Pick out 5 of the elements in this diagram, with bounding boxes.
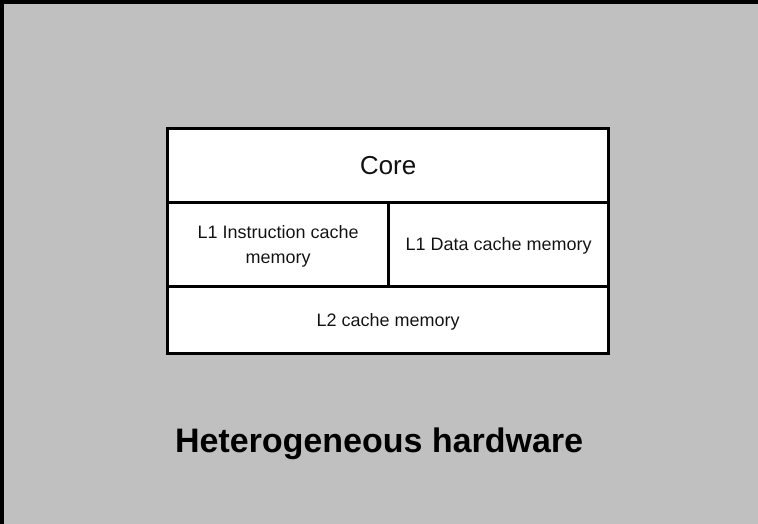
panel-heading: Heterogeneous hardware bbox=[174, 422, 584, 461]
memory-block: L2 cache memory bbox=[166, 285, 610, 355]
memory-block: L1 Data cache memory bbox=[387, 201, 610, 288]
memory-block: Core bbox=[166, 127, 610, 204]
memory-block: L1 Instruction cache memory bbox=[166, 201, 390, 288]
